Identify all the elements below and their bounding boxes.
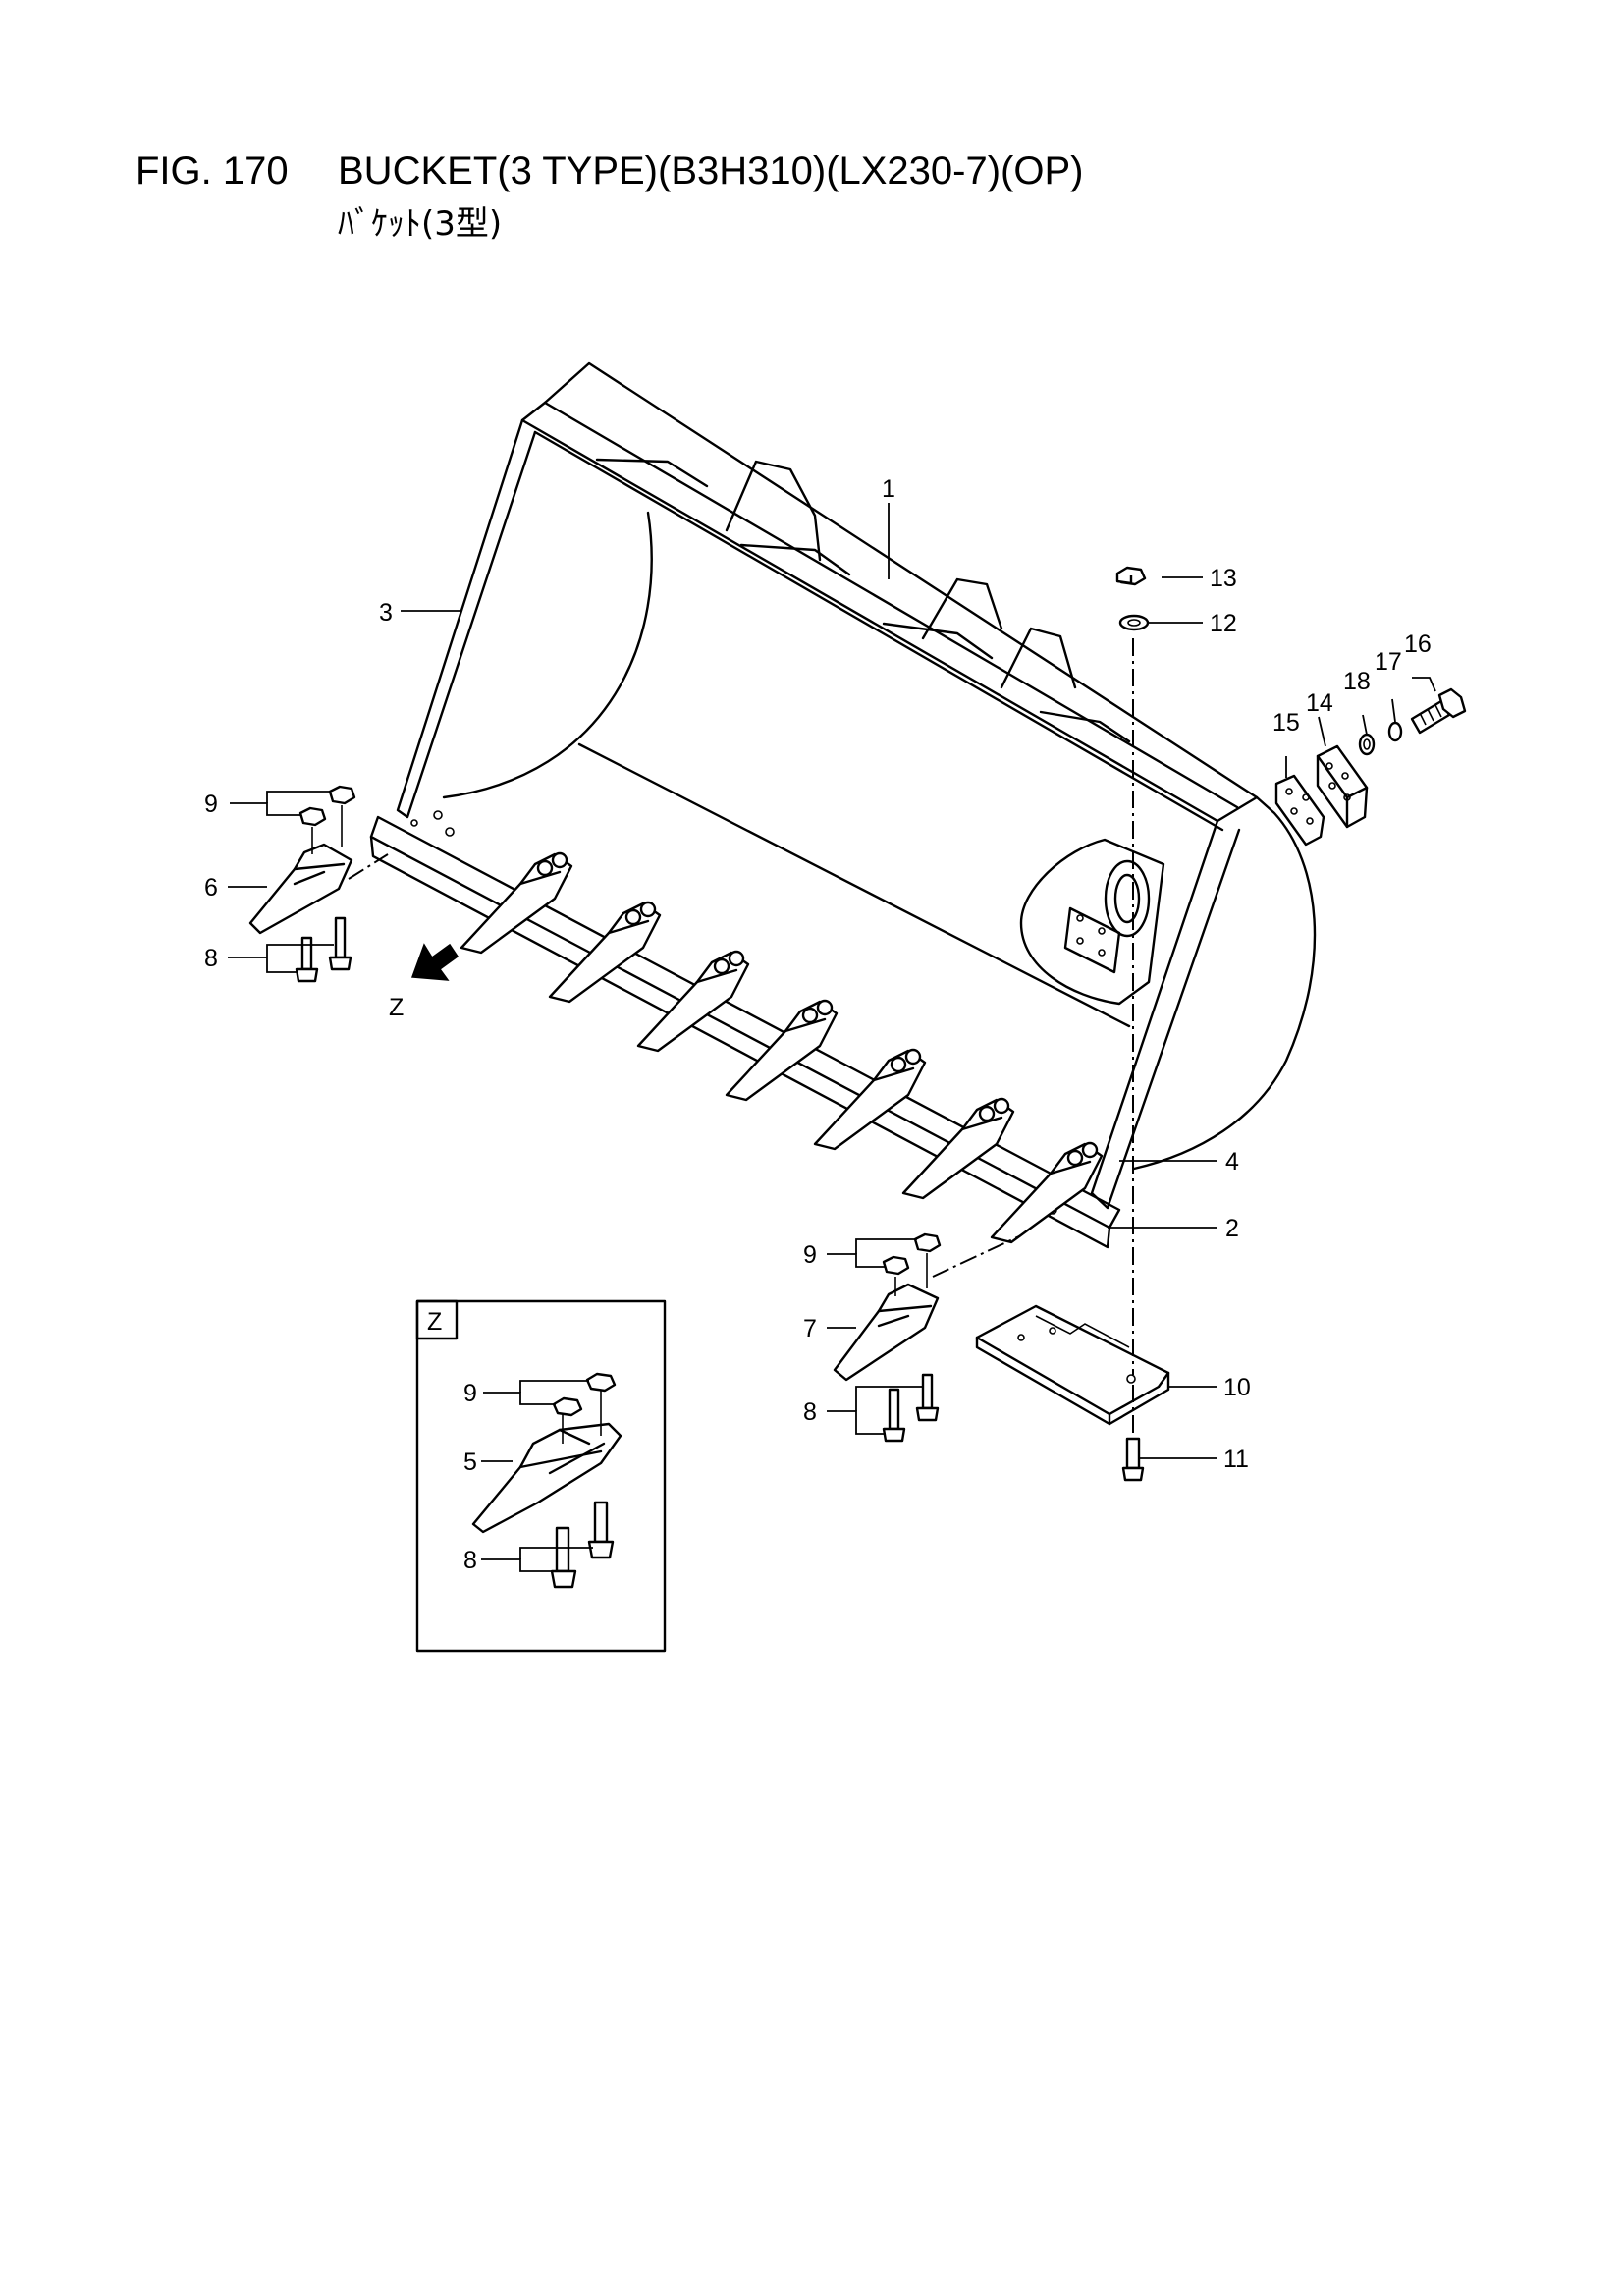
callout-7: 7: [803, 1315, 817, 1342]
detail-view-z-label: Z: [427, 1308, 442, 1336]
callout-11: 11: [1223, 1446, 1249, 1473]
callout-8-inset: 8: [463, 1547, 477, 1574]
figure-title: BUCKET(3 TYPE)(B3H310)(LX230-7)(OP): [338, 149, 1084, 192]
callout-13: 13: [1210, 565, 1237, 592]
figure-subtitle: ﾊﾞｹｯﾄ(3型): [338, 204, 503, 244]
callout-4: 4: [1225, 1148, 1239, 1175]
wear-plate-assembly: [975, 638, 1170, 1482]
callout-12: 12: [1210, 610, 1237, 637]
callout-18: 18: [1343, 668, 1371, 695]
right-side-tooth-assembly: [833, 1232, 1022, 1443]
view-z-arrow: Z: [389, 943, 460, 1021]
callout-9-right: 9: [803, 1241, 817, 1269]
callout-9-left: 9: [204, 791, 218, 818]
callout-17: 17: [1375, 648, 1402, 676]
callout-1: 1: [882, 475, 895, 503]
callout-8-right: 8: [803, 1398, 817, 1426]
callout-10: 10: [1223, 1374, 1251, 1401]
callout-2: 2: [1225, 1215, 1239, 1242]
callout-numbers: 1 3 4 2 13 12 16 17 18 14 15 10 11 9 6 8…: [204, 475, 1432, 1574]
bucket-teeth: [460, 851, 1104, 1244]
callout-9-inset: 9: [463, 1380, 477, 1407]
figure-number: FIG. 170: [135, 149, 289, 192]
view-z-arrow-label: Z: [389, 994, 404, 1021]
callout-16: 16: [1404, 630, 1432, 658]
detail-view-z: Z: [415, 1299, 667, 1653]
callout-5: 5: [463, 1449, 477, 1476]
callout-8-left: 8: [204, 945, 218, 972]
callout-leaders: [228, 503, 1436, 1572]
hinge-hardware: [1115, 566, 1467, 847]
callout-6: 6: [204, 874, 218, 902]
callout-14: 14: [1306, 689, 1333, 717]
callout-15: 15: [1272, 709, 1300, 737]
callout-3: 3: [379, 599, 393, 627]
left-side-tooth-assembly: [248, 785, 389, 983]
